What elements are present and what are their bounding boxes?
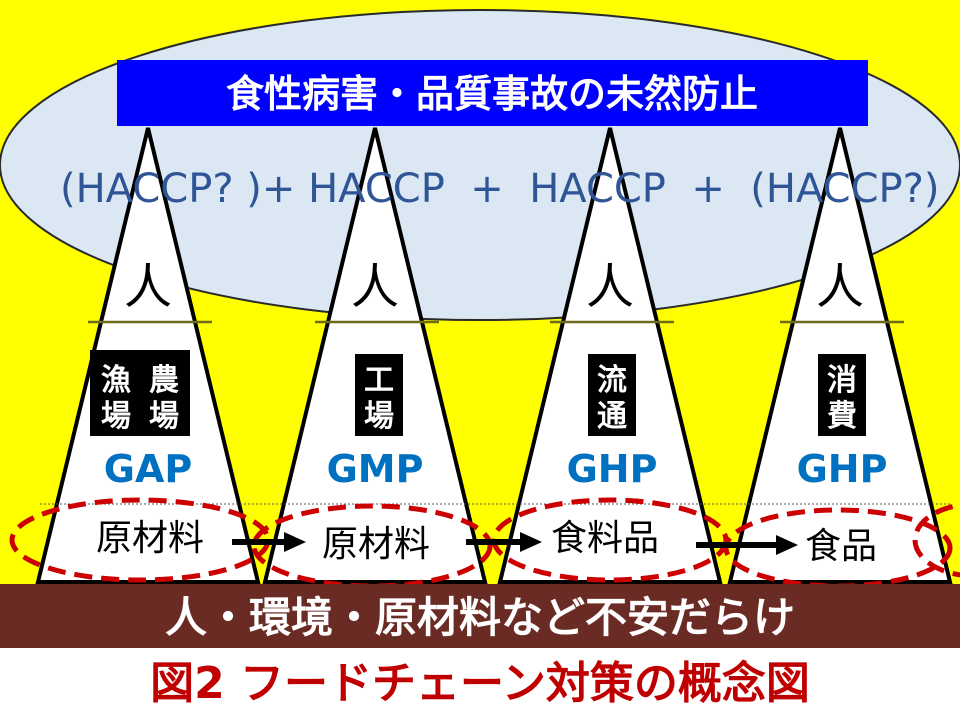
pillar-1-stage-char: 農 — [149, 363, 179, 398]
figure-caption: 図2 フードチェーン対策の概念図 — [0, 648, 960, 720]
pillar-3-stage-box — [588, 354, 636, 436]
pillar-3-person: 人 — [586, 259, 634, 315]
arrow-3 — [696, 535, 798, 555]
goal-title-bar — [117, 60, 868, 126]
pillar-3-standard: GHP — [567, 447, 658, 491]
pillar-4-product: 食品 — [805, 526, 877, 567]
pillar-2-stage-char: 工 — [364, 363, 394, 398]
pillar-4-stage-char: 費 — [827, 399, 857, 434]
pillar-3-stage-char: 通 — [597, 399, 627, 434]
pillar-4-stage-char: 消 — [827, 363, 857, 398]
food-chain-diagram: (HACCP? )+ HACCP + HACCP + (HACCP?) 食性病害… — [0, 0, 960, 648]
pillar-1-stage-char: 場 — [149, 399, 179, 434]
base-text: 人・環境・原材料など不安だらけ — [165, 593, 795, 642]
pillar-1-stage-char: 漁 — [101, 363, 131, 398]
next-product-ellipse — [912, 502, 960, 578]
pillar-2-product-ellipse — [251, 503, 493, 589]
pillar-2-product: 原材料 — [322, 524, 430, 565]
pillar-1-standard: GAP — [104, 447, 192, 491]
pillar-3-stage-char: 流 — [597, 363, 627, 398]
pillar-2-stage-char: 場 — [364, 399, 394, 434]
pillar-2-stage-box — [355, 354, 403, 436]
pillar-3-product: 食料品 — [551, 518, 659, 559]
pillar-2-person: 人 — [351, 259, 399, 315]
pillar-2-standard: GMP — [327, 447, 424, 491]
pillar-1-stage-char: 場 — [101, 399, 131, 434]
arrow-2 — [466, 532, 542, 552]
pillar-4-standard: GHP — [797, 447, 888, 491]
pillar-4-person: 人 — [816, 259, 864, 315]
haccp-line: (HACCP? )+ HACCP + HACCP + (HACCP?) — [60, 166, 939, 212]
pillar-1-product: 原材料 — [96, 518, 204, 559]
pillar-1-stage-box — [90, 350, 190, 436]
base-bar — [0, 584, 960, 648]
pillar-1-person: 人 — [124, 259, 172, 315]
arrow-1 — [232, 532, 306, 552]
goal-title: 食性病害・品質事故の未然防止 — [226, 72, 758, 116]
pillar-4-stage-box — [818, 354, 866, 436]
